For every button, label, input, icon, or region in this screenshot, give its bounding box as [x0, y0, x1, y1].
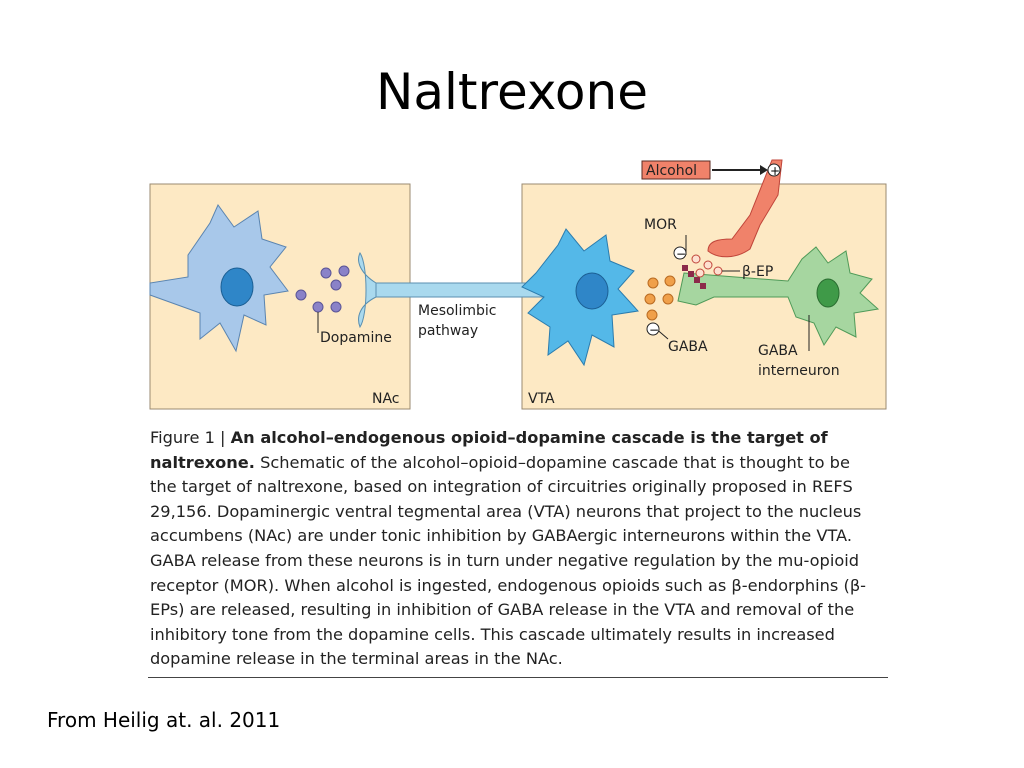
mor-receptors [682, 265, 706, 289]
minus-icon-mor [673, 246, 687, 260]
gaba-interneuron-nucleus [816, 278, 840, 308]
beta-ep-neuron [707, 159, 783, 258]
alcohol-label: Alcohol [646, 163, 697, 179]
svg-text:−: − [649, 323, 659, 337]
alcohol-box [641, 160, 711, 180]
nac-neuron [149, 204, 289, 353]
mesolimbic-label-2: pathway [418, 323, 478, 339]
gaba-interneuron [677, 246, 880, 347]
mor-label: MOR [644, 217, 677, 233]
vta-nucleus [575, 272, 609, 310]
gaba-vesicles [644, 275, 676, 321]
dopamine-label: Dopamine [320, 330, 392, 346]
gaba-label: GABA [668, 339, 708, 355]
beta-ep-vesicles [691, 254, 723, 278]
nac-nucleus [220, 267, 254, 307]
dopamine-vesicles [295, 265, 350, 313]
gaba-interneuron-label-2: interneuron [758, 363, 840, 379]
plus-icon [767, 163, 781, 177]
caption-figure-label: Figure 1 | [150, 428, 226, 447]
mesolimbic-label-1: Mesolimbic [418, 303, 496, 319]
svg-text:−: − [676, 247, 686, 261]
citation: From Heilig at. al. 2011 [47, 708, 281, 732]
figure-caption: Figure 1 | An alcohol–endogenous opioid–… [150, 426, 876, 672]
gaba-interneuron-label-1: GABA [758, 343, 798, 359]
svg-text:+: + [770, 164, 780, 178]
vta-label: VTA [528, 391, 555, 407]
caption-body: Schematic of the alcohol–opioid–dopamine… [150, 452, 866, 669]
axon-terminal [358, 252, 377, 329]
minus-icon [646, 322, 660, 336]
nac-label: NAc [372, 391, 400, 407]
caption-rule [148, 677, 888, 678]
diagram: Dopamine Mesolimbic pathway GABA − MOR − [149, 159, 887, 410]
slide-title: Naltrexone [376, 63, 648, 121]
caption-title: An alcohol–endogenous opioid–dopamine ca… [150, 428, 828, 472]
figure: Dopamine Mesolimbic pathway GABA − MOR − [148, 155, 888, 680]
beta-ep-label: β-EP [742, 264, 773, 280]
